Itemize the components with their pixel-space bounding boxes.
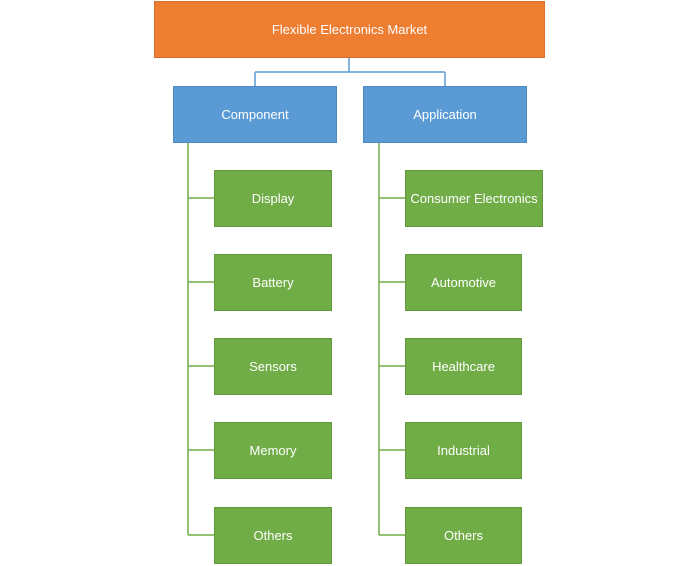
- leaf-node-healthcare: Healthcare: [405, 338, 522, 395]
- leaf-node-consumer-electronics: Consumer Electronics: [405, 170, 543, 227]
- category-node-application: Application: [363, 86, 527, 143]
- root-node-label: Flexible Electronics Market: [271, 22, 428, 37]
- leaf-node-label: Others: [443, 528, 483, 543]
- leaf-node-label: Others: [253, 528, 293, 543]
- leaf-node-label: Consumer Electronics: [410, 191, 538, 206]
- leaf-node-automotive: Automotive: [405, 254, 522, 311]
- leaf-node-battery: Battery: [214, 254, 332, 311]
- leaf-node-label: Battery: [252, 275, 294, 290]
- leaf-node-sensors: Sensors: [214, 338, 332, 395]
- leaf-node-label: Sensors: [249, 359, 297, 374]
- leaf-node-label: Memory: [249, 443, 297, 458]
- leaf-node-memory: Memory: [214, 422, 332, 479]
- leaf-node-others-application: Others: [405, 507, 522, 564]
- root-node: Flexible Electronics Market: [154, 1, 545, 58]
- leaf-node-label: Industrial: [437, 443, 490, 458]
- leaf-node-industrial: Industrial: [405, 422, 522, 479]
- leaf-node-label: Automotive: [430, 275, 497, 290]
- leaf-node-others-component: Others: [214, 507, 332, 564]
- category-node-component: Component: [173, 86, 337, 143]
- leaf-node-label: Healthcare: [432, 359, 495, 374]
- category-node-label: Component: [221, 107, 289, 122]
- leaf-node-display: Display: [214, 170, 332, 227]
- leaf-node-label: Display: [251, 191, 295, 206]
- category-node-label: Application: [413, 107, 477, 122]
